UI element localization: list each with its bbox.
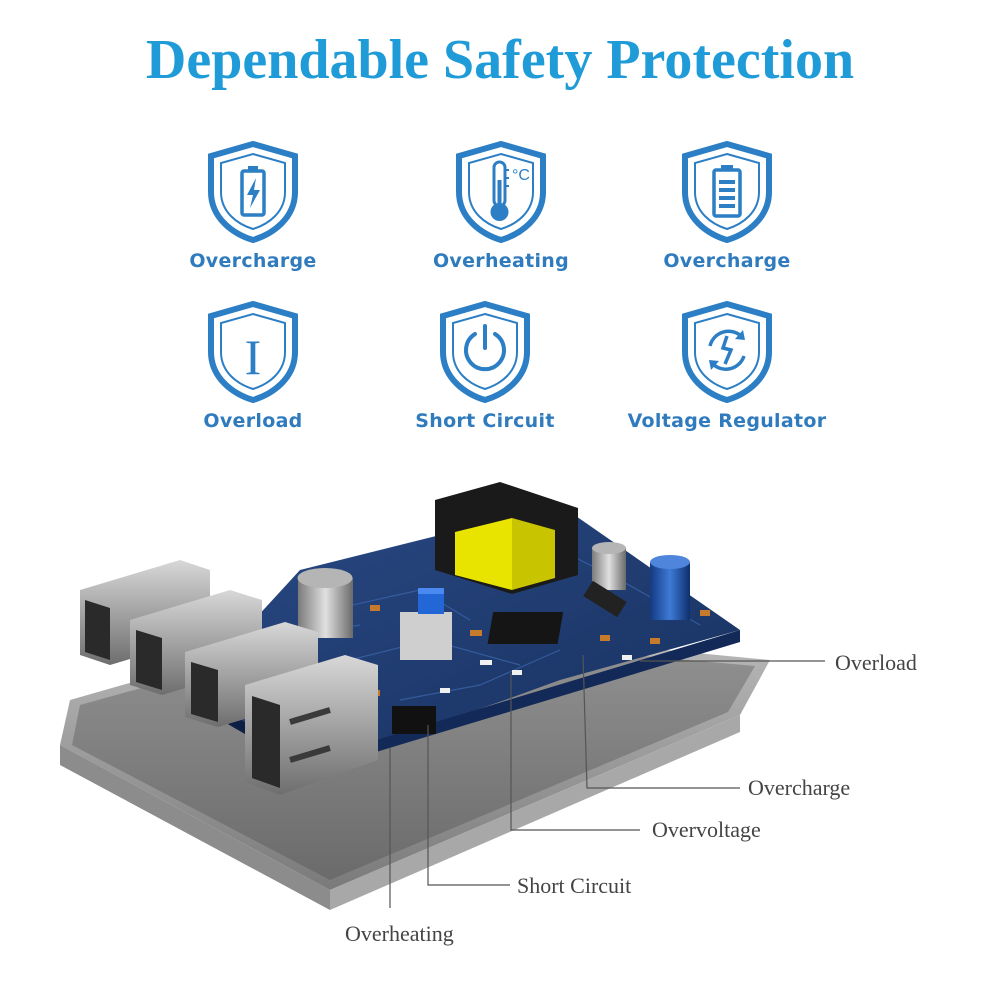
feature-label: Overcharge	[663, 250, 791, 272]
feature-label: Overload	[203, 410, 303, 432]
overcharge-leader	[582, 654, 740, 789]
page-title: Dependable Safety Protection	[145, 29, 855, 91]
feature-overcharge: Overcharge	[143, 140, 363, 272]
callout-lines	[389, 654, 825, 908]
callout-overheating: Overheating	[345, 921, 454, 946]
short-circuit-leader	[427, 725, 510, 886]
capacitor-silver	[297, 568, 353, 638]
thermo-unit: °C	[512, 167, 530, 184]
callout-short-circuit: Short Circuit	[517, 873, 632, 898]
battery-bolt-icon	[208, 140, 298, 244]
overload-glyph: I	[245, 329, 262, 385]
current-bar-icon: I	[208, 300, 298, 404]
overvoltage-leader	[510, 673, 640, 831]
feature-label: Voltage Regulator	[627, 410, 827, 432]
feature-overcharge-2: Overcharge	[617, 140, 837, 272]
power-icon	[440, 300, 530, 404]
capacitor-blue	[650, 555, 690, 620]
push-switch	[400, 588, 452, 660]
mosfet-chip	[392, 706, 436, 734]
regulator-icon	[682, 300, 772, 404]
callout-overload: Overload	[835, 650, 917, 675]
transformer	[435, 482, 578, 594]
callout-overcharge: Overcharge	[748, 775, 851, 800]
smd-white-parts	[440, 655, 632, 693]
diode	[583, 580, 627, 618]
feature-label: Overcharge	[189, 250, 317, 272]
capacitor-small	[592, 542, 626, 590]
feature-overload: I Overload	[143, 300, 363, 432]
feature-short-circuit: Short Circuit	[375, 300, 595, 432]
thermometer-icon: °C	[456, 140, 546, 244]
feature-label: Short Circuit	[415, 410, 555, 432]
feature-label: Overheating	[432, 250, 570, 272]
feature-voltage-regulator: Voltage Regulator	[617, 300, 837, 432]
battery-level-icon	[682, 140, 772, 244]
pcb-illustration	[60, 482, 825, 910]
ic-chip	[487, 612, 564, 644]
usb-port-4	[245, 655, 378, 795]
callout-overvoltage: Overvoltage	[652, 817, 761, 842]
feature-overheating: °C Overheating	[391, 140, 611, 272]
